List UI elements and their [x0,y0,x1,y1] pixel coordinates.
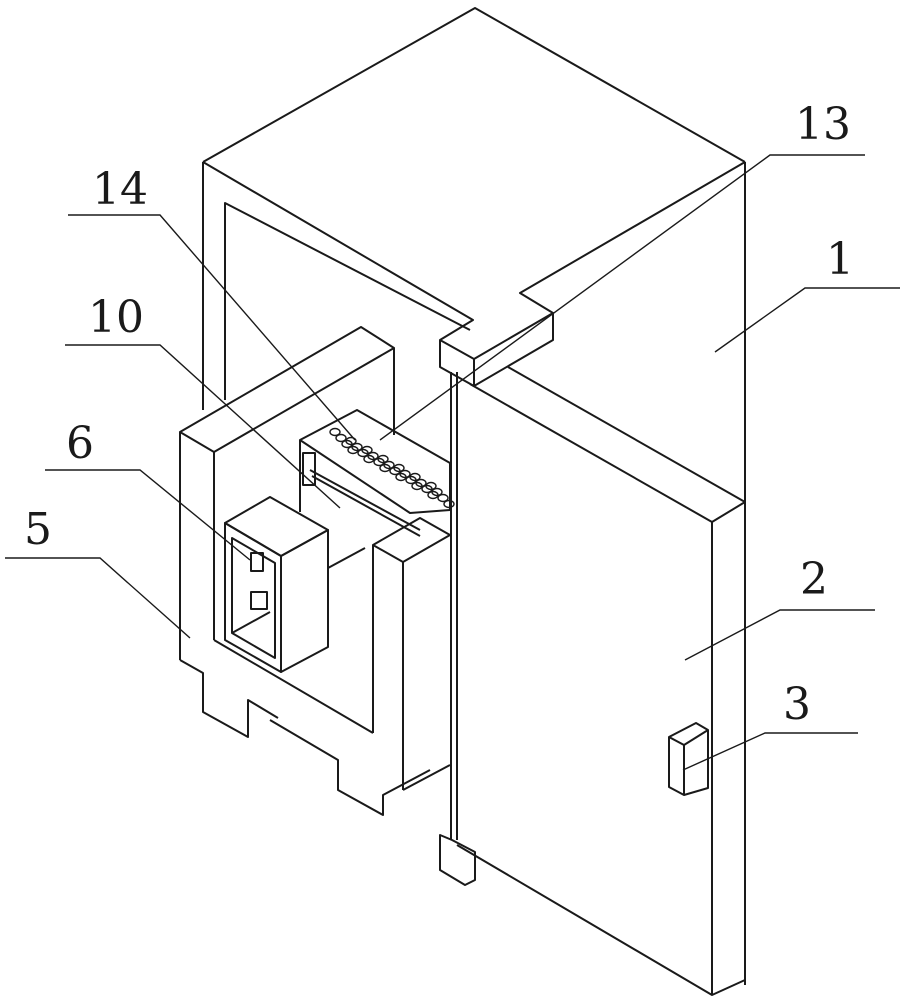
label-14: 14 [92,164,148,215]
tray-hole [329,427,341,437]
label-3: 3 [783,679,811,730]
leader-lines [5,154,900,771]
tray-hole [405,475,417,485]
label-13: 13 [795,99,851,150]
tray-hole [443,499,455,509]
label-10: 10 [88,292,144,343]
tray-hole [335,433,347,443]
cabinet-body [202,7,746,985]
tray-hole [363,454,375,464]
tray-hole [347,445,359,455]
tray-hole [395,472,407,482]
tray-hole [437,493,449,503]
door [439,366,746,996]
label-2: 2 [800,554,828,605]
tray-hole [427,490,439,500]
tray-hole [389,466,401,476]
tray-hole [411,481,423,491]
tray-hole [379,463,391,473]
label-1: 1 [826,234,854,285]
mounting-frame [179,326,451,816]
perforated-tray [299,409,455,537]
hinge-top [439,312,554,387]
label-6: 6 [66,418,94,469]
handle [668,722,709,796]
tray-hole [373,457,385,467]
tray-hole [421,484,433,494]
control-box [224,496,329,673]
label-5: 5 [24,504,52,555]
tray-hole [357,448,369,458]
tray-hole [341,439,353,449]
